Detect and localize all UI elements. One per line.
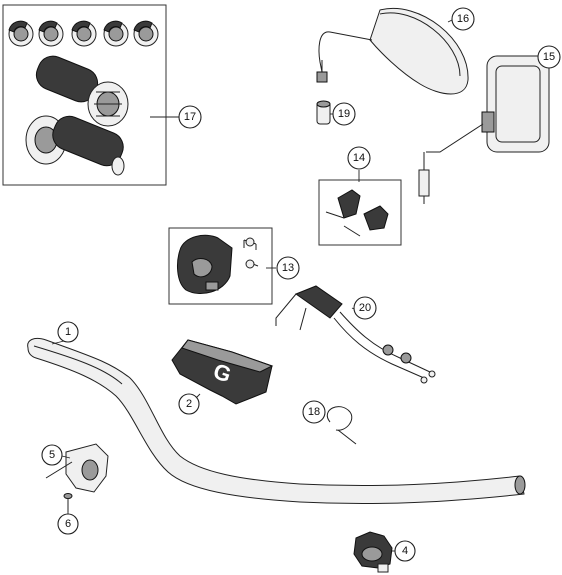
svg-text:13: 13 (282, 262, 294, 274)
handlebar-clamp (45, 443, 109, 493)
throttle-cam-set (8, 20, 159, 47)
svg-text:18: 18 (308, 406, 320, 418)
callout-4: 4 (394, 540, 416, 562)
bar-clamp-lower (353, 531, 393, 573)
svg-text:20: 20 (359, 302, 371, 314)
svg-text:1: 1 (65, 326, 71, 338)
callout-5: 5 (41, 444, 63, 466)
grip-set-frame (2, 4, 167, 186)
mirror-adapter (316, 100, 331, 125)
svg-text:14: 14 (353, 152, 365, 164)
clamp-screw (63, 493, 73, 512)
svg-text:15: 15 (543, 51, 555, 63)
handlebar-pad: G (171, 339, 274, 405)
throttle-grip (35, 55, 129, 127)
svg-text:6: 6 (65, 518, 71, 530)
svg-text:16: 16 (457, 13, 469, 25)
callout-2: 2 (178, 393, 200, 415)
mirror-left (316, 8, 469, 95)
svg-text:17: 17 (184, 111, 196, 123)
handlebar (27, 337, 526, 505)
callout-15: 15 (537, 45, 561, 69)
svg-text:4: 4 (402, 545, 408, 557)
callout-19: 19 (332, 102, 356, 126)
cable-tie (327, 406, 357, 445)
callout-14: 14 (347, 146, 371, 170)
callout-6: 6 (57, 513, 79, 535)
callout-13: 13 (276, 256, 300, 280)
callout-16: 16 (451, 7, 475, 31)
throttle-cables (275, 285, 436, 384)
switch-set-frame (168, 227, 273, 305)
callout-18: 18 (302, 400, 326, 424)
handlebar-switch (177, 234, 259, 294)
mirror-clamp (325, 189, 389, 237)
callout-1: 1 (57, 321, 79, 343)
callout-20: 20 (353, 296, 377, 320)
svg-text:19: 19 (338, 108, 350, 120)
clamp-set-frame (318, 179, 402, 246)
svg-text:2: 2 (186, 398, 192, 410)
mirror-right (418, 55, 550, 204)
svg-text:5: 5 (49, 449, 55, 461)
callout-17: 17 (178, 105, 202, 129)
clutch-grip (25, 115, 125, 176)
